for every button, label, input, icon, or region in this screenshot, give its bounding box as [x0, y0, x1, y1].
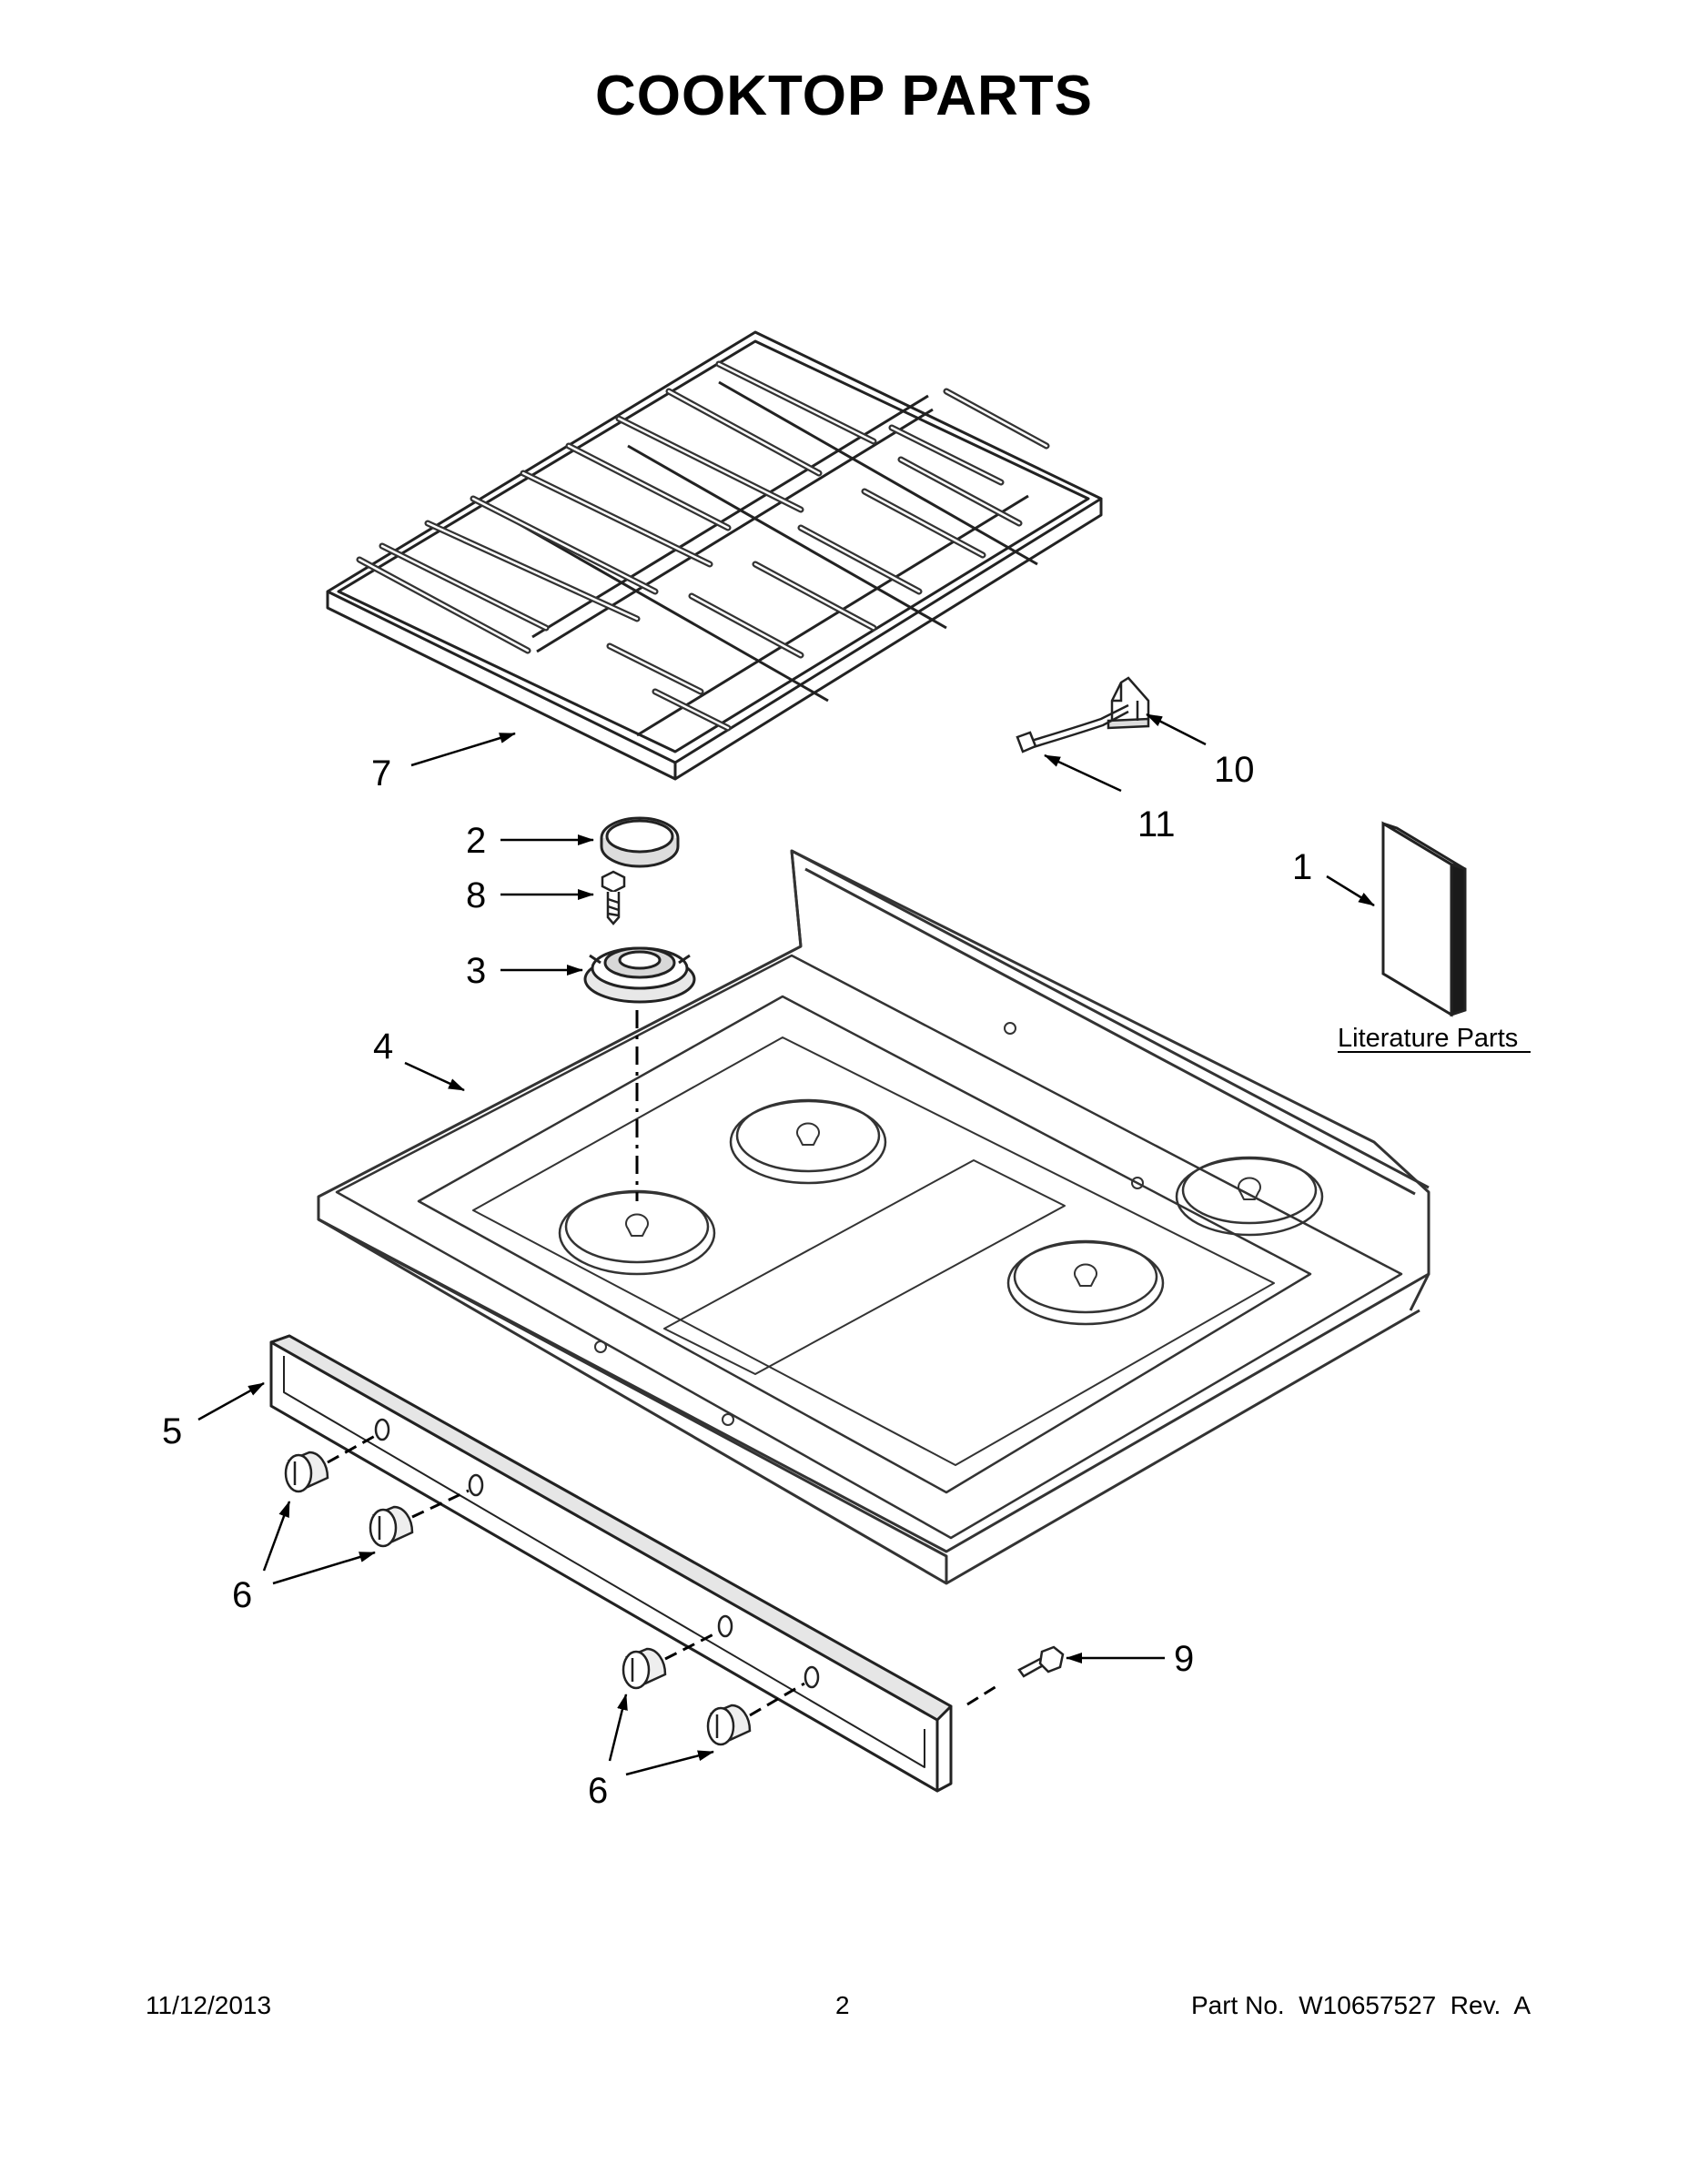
literature-booklet — [1381, 821, 1467, 1017]
footer-page-number: 2 — [835, 1991, 850, 2019]
callout-4: 4 — [373, 1026, 393, 1067]
knob — [622, 1647, 667, 1690]
callout-3: 3 — [466, 951, 486, 991]
knob — [284, 1451, 329, 1493]
burner-base — [583, 946, 696, 1004]
footer-date: 11/12/2013 — [146, 1991, 272, 2019]
knob-alignment-lines — [327, 1434, 1002, 1717]
callout-8: 8 — [466, 875, 486, 915]
page-title: COOKTOP PARTS — [595, 65, 1093, 127]
literature-parts-label: Literature Parts — [1338, 1024, 1518, 1053]
panel-screw — [1017, 1645, 1065, 1678]
callout-5: 5 — [162, 1411, 182, 1451]
knob — [369, 1505, 414, 1548]
callout-2: 2 — [466, 821, 486, 861]
burner-screw — [601, 870, 626, 925]
callout-9: 9 — [1174, 1639, 1194, 1679]
bracket — [1107, 676, 1150, 730]
callout-leaders — [197, 713, 1375, 1776]
wire-harness — [1016, 703, 1129, 753]
callout-1: 1 — [1292, 847, 1312, 887]
callout-6a: 6 — [232, 1575, 252, 1615]
callout-7: 7 — [371, 753, 391, 794]
control-panel — [269, 1334, 953, 1793]
grate — [326, 330, 1103, 781]
callout-6b: 6 — [588, 1771, 608, 1811]
burner-cap — [600, 816, 680, 868]
callout-11: 11 — [1137, 804, 1176, 844]
cooktop — [317, 849, 1430, 1585]
footer-part-number: Part No. W10657527 Rev. A — [1190, 1991, 1531, 2019]
callout-10: 10 — [1214, 750, 1255, 790]
knob — [706, 1704, 752, 1746]
